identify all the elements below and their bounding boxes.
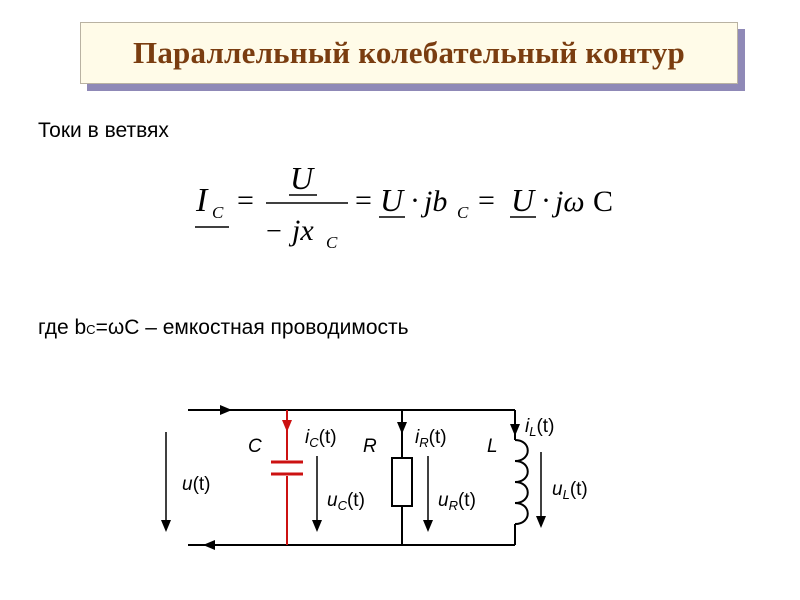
title-box: Параллельный колебательный контур — [80, 22, 738, 84]
subtitle: Токи в ветвях — [38, 119, 169, 142]
inductor-coil — [514, 439, 529, 525]
u-term-2: U — [380, 182, 405, 218]
ic-arrow — [282, 420, 292, 432]
u-term-3: U — [511, 182, 536, 218]
l-label: L — [487, 436, 498, 457]
ir-arrow — [397, 422, 407, 434]
c-label: C — [248, 436, 262, 457]
lhs-symbol: I — [195, 182, 209, 219]
ur-arrow-head — [423, 520, 433, 532]
eq-3: = — [478, 184, 495, 217]
capacitance-c: C — [593, 185, 613, 218]
denominator-jx: jx — [288, 214, 314, 247]
dot-3: · — [541, 184, 551, 217]
formula: I C = U − jx C = U · jb C = U · jω C — [195, 160, 613, 252]
note-prefix: где b — [38, 316, 87, 339]
uc-label: uC(t) — [327, 490, 365, 513]
denominator-minus: − — [266, 216, 282, 247]
note-suffix: =ωC – емкостная проводимость — [95, 316, 409, 339]
jb-sub: C — [457, 203, 469, 222]
top-current-arrow — [220, 405, 232, 415]
eq-1: = — [237, 184, 254, 217]
u-label: u(t) — [182, 474, 211, 495]
numerator-u: U — [290, 160, 315, 196]
jb-term: jb — [420, 185, 447, 218]
uc-arrow-head — [312, 520, 322, 532]
ir-label: iR(t) — [415, 427, 447, 450]
ic-label: iC(t) — [305, 427, 337, 450]
lhs-sub: C — [212, 203, 224, 222]
resistor-body — [391, 457, 413, 507]
bottom-current-arrow — [203, 540, 215, 550]
il-arrow — [510, 424, 520, 436]
dot-2: · — [410, 184, 420, 217]
ul-arrow-head — [536, 516, 546, 528]
eq-2: = — [355, 184, 372, 217]
slide-title: Параллельный колебательный контур — [133, 35, 685, 70]
note-sub: C — [86, 322, 96, 337]
ur-label: uR(t) — [438, 490, 476, 513]
denominator-sub: C — [326, 233, 338, 252]
conductance-note: где bC=ωC – емкостная проводимость — [38, 316, 409, 340]
ul-label: uL(t) — [552, 479, 588, 502]
u-voltage-arrow-head — [161, 520, 171, 532]
il-label: iL(t) — [525, 416, 554, 439]
jomega-term: jω — [551, 185, 585, 218]
r-label: R — [363, 436, 377, 457]
